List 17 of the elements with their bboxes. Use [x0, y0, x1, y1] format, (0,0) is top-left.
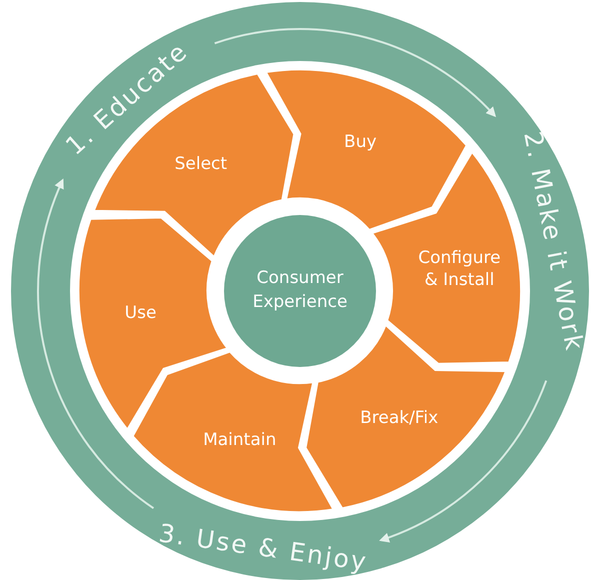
phase-label: 2. Make it Work [518, 129, 590, 354]
step-label: Use [124, 302, 158, 324]
ring-arrow [379, 380, 548, 542]
step-label: Select [174, 153, 228, 176]
step-label: Break/Fix [359, 406, 440, 429]
chevron-segment [305, 324, 508, 509]
ring-arrow [37, 178, 154, 509]
chevron-segment [132, 351, 335, 513]
ring-arrow [214, 28, 496, 118]
chevron-segment [371, 151, 522, 365]
step-label: Buy [343, 130, 378, 153]
chevron-segment [78, 217, 228, 431]
chevron-segment [265, 69, 468, 231]
phase-label: 3. Use & Enjoy [157, 518, 370, 576]
step-label: Maintain [202, 429, 278, 452]
center-label: Consumer Experience [252, 267, 348, 314]
step-label: Configure & Install [417, 246, 502, 291]
